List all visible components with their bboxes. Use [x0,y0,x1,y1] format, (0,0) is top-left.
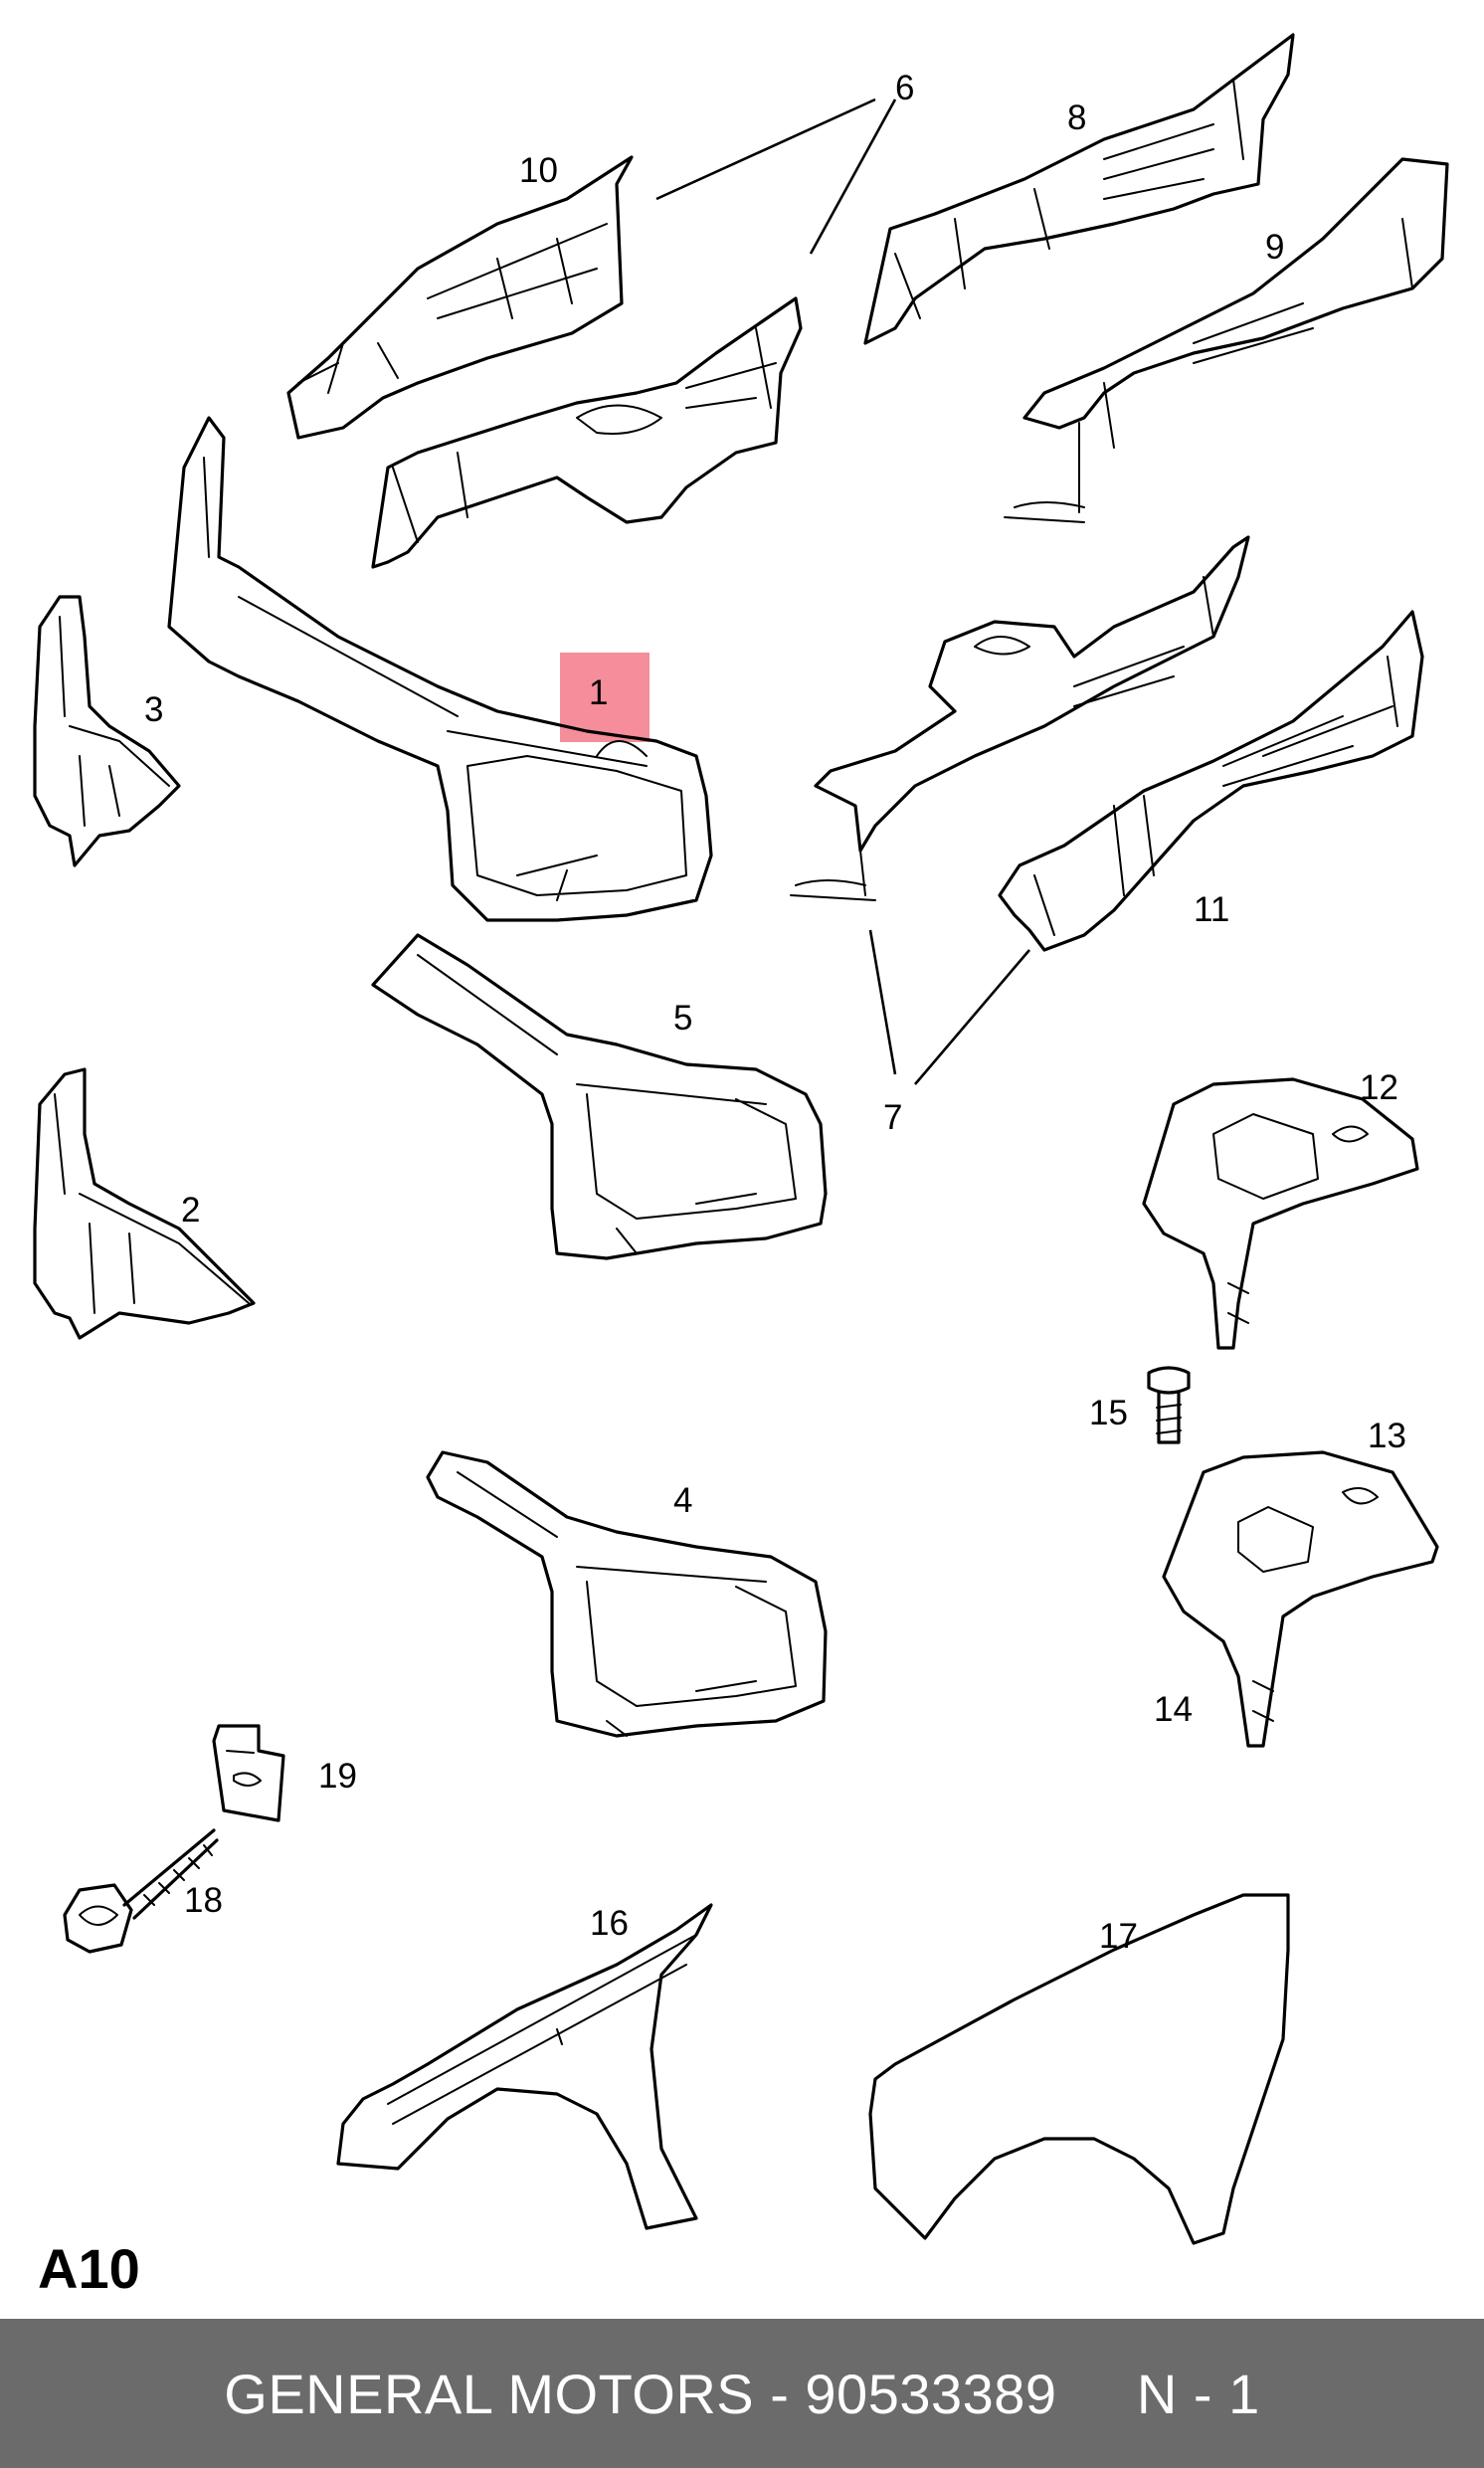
part-15-drawing[interactable] [1147,1366,1191,1444]
part-4-drawing[interactable] [426,1450,828,1738]
part-19-drawing[interactable] [212,1724,285,1822]
part-18-drawing[interactable] [63,1828,219,1954]
part-10-drawing[interactable] [286,155,634,440]
callout-17: 17 [1099,1917,1138,1956]
callout-6: 6 [895,69,914,107]
callout-16: 16 [590,1904,629,1943]
callout-19: 19 [318,1757,357,1796]
callout-9: 9 [1265,228,1284,267]
callout-11: 11 [1194,890,1229,929]
callout-15: 15 [1089,1394,1128,1432]
leader-lines [655,97,1030,1085]
part-6-drawing[interactable] [371,296,803,569]
part-17-drawing[interactable] [868,1893,1290,2245]
callout-2: 2 [181,1191,200,1230]
callout-14: 14 [1154,1690,1193,1729]
callout-7: 7 [883,1098,902,1137]
callout-labels: 1 2 3 4 5 6 7 8 9 10 11 12 13 14 15 16 1… [144,69,1406,1956]
callout-4: 4 [673,1481,692,1520]
callout-10: 10 [519,151,558,190]
callout-3: 3 [144,690,163,729]
callout-18: 18 [184,1881,223,1920]
part-3-drawing[interactable] [33,595,181,867]
footer-bar: GENERAL MOTORS - 90533389 N - 1 [0,2319,1484,2468]
part-9-drawing[interactable] [1004,157,1449,523]
callout-8: 8 [1067,98,1086,137]
part-12-drawing[interactable] [1142,1077,1419,1350]
callout-5: 5 [673,999,692,1038]
part-2-drawing[interactable] [33,1067,256,1340]
part-8-drawing[interactable] [863,33,1295,345]
part-11-drawing[interactable] [998,610,1424,952]
part-1-drawing[interactable] [167,416,713,922]
callout-13: 13 [1368,1417,1406,1455]
parts-diagram: 1 2 3 4 5 6 7 8 9 10 11 12 13 14 15 16 1… [33,33,1449,2300]
part-13-drawing[interactable] [1162,1450,1439,1748]
part-16-drawing[interactable] [336,1903,713,2230]
part-5-drawing[interactable] [371,933,828,1260]
footer-text: GENERAL MOTORS - 90533389 N - 1 [224,2362,1260,2425]
callout-1: 1 [589,673,608,712]
callout-12: 12 [1360,1068,1398,1107]
page-code: A10 [38,2237,140,2300]
part-7a-drawing[interactable] [790,535,1250,901]
